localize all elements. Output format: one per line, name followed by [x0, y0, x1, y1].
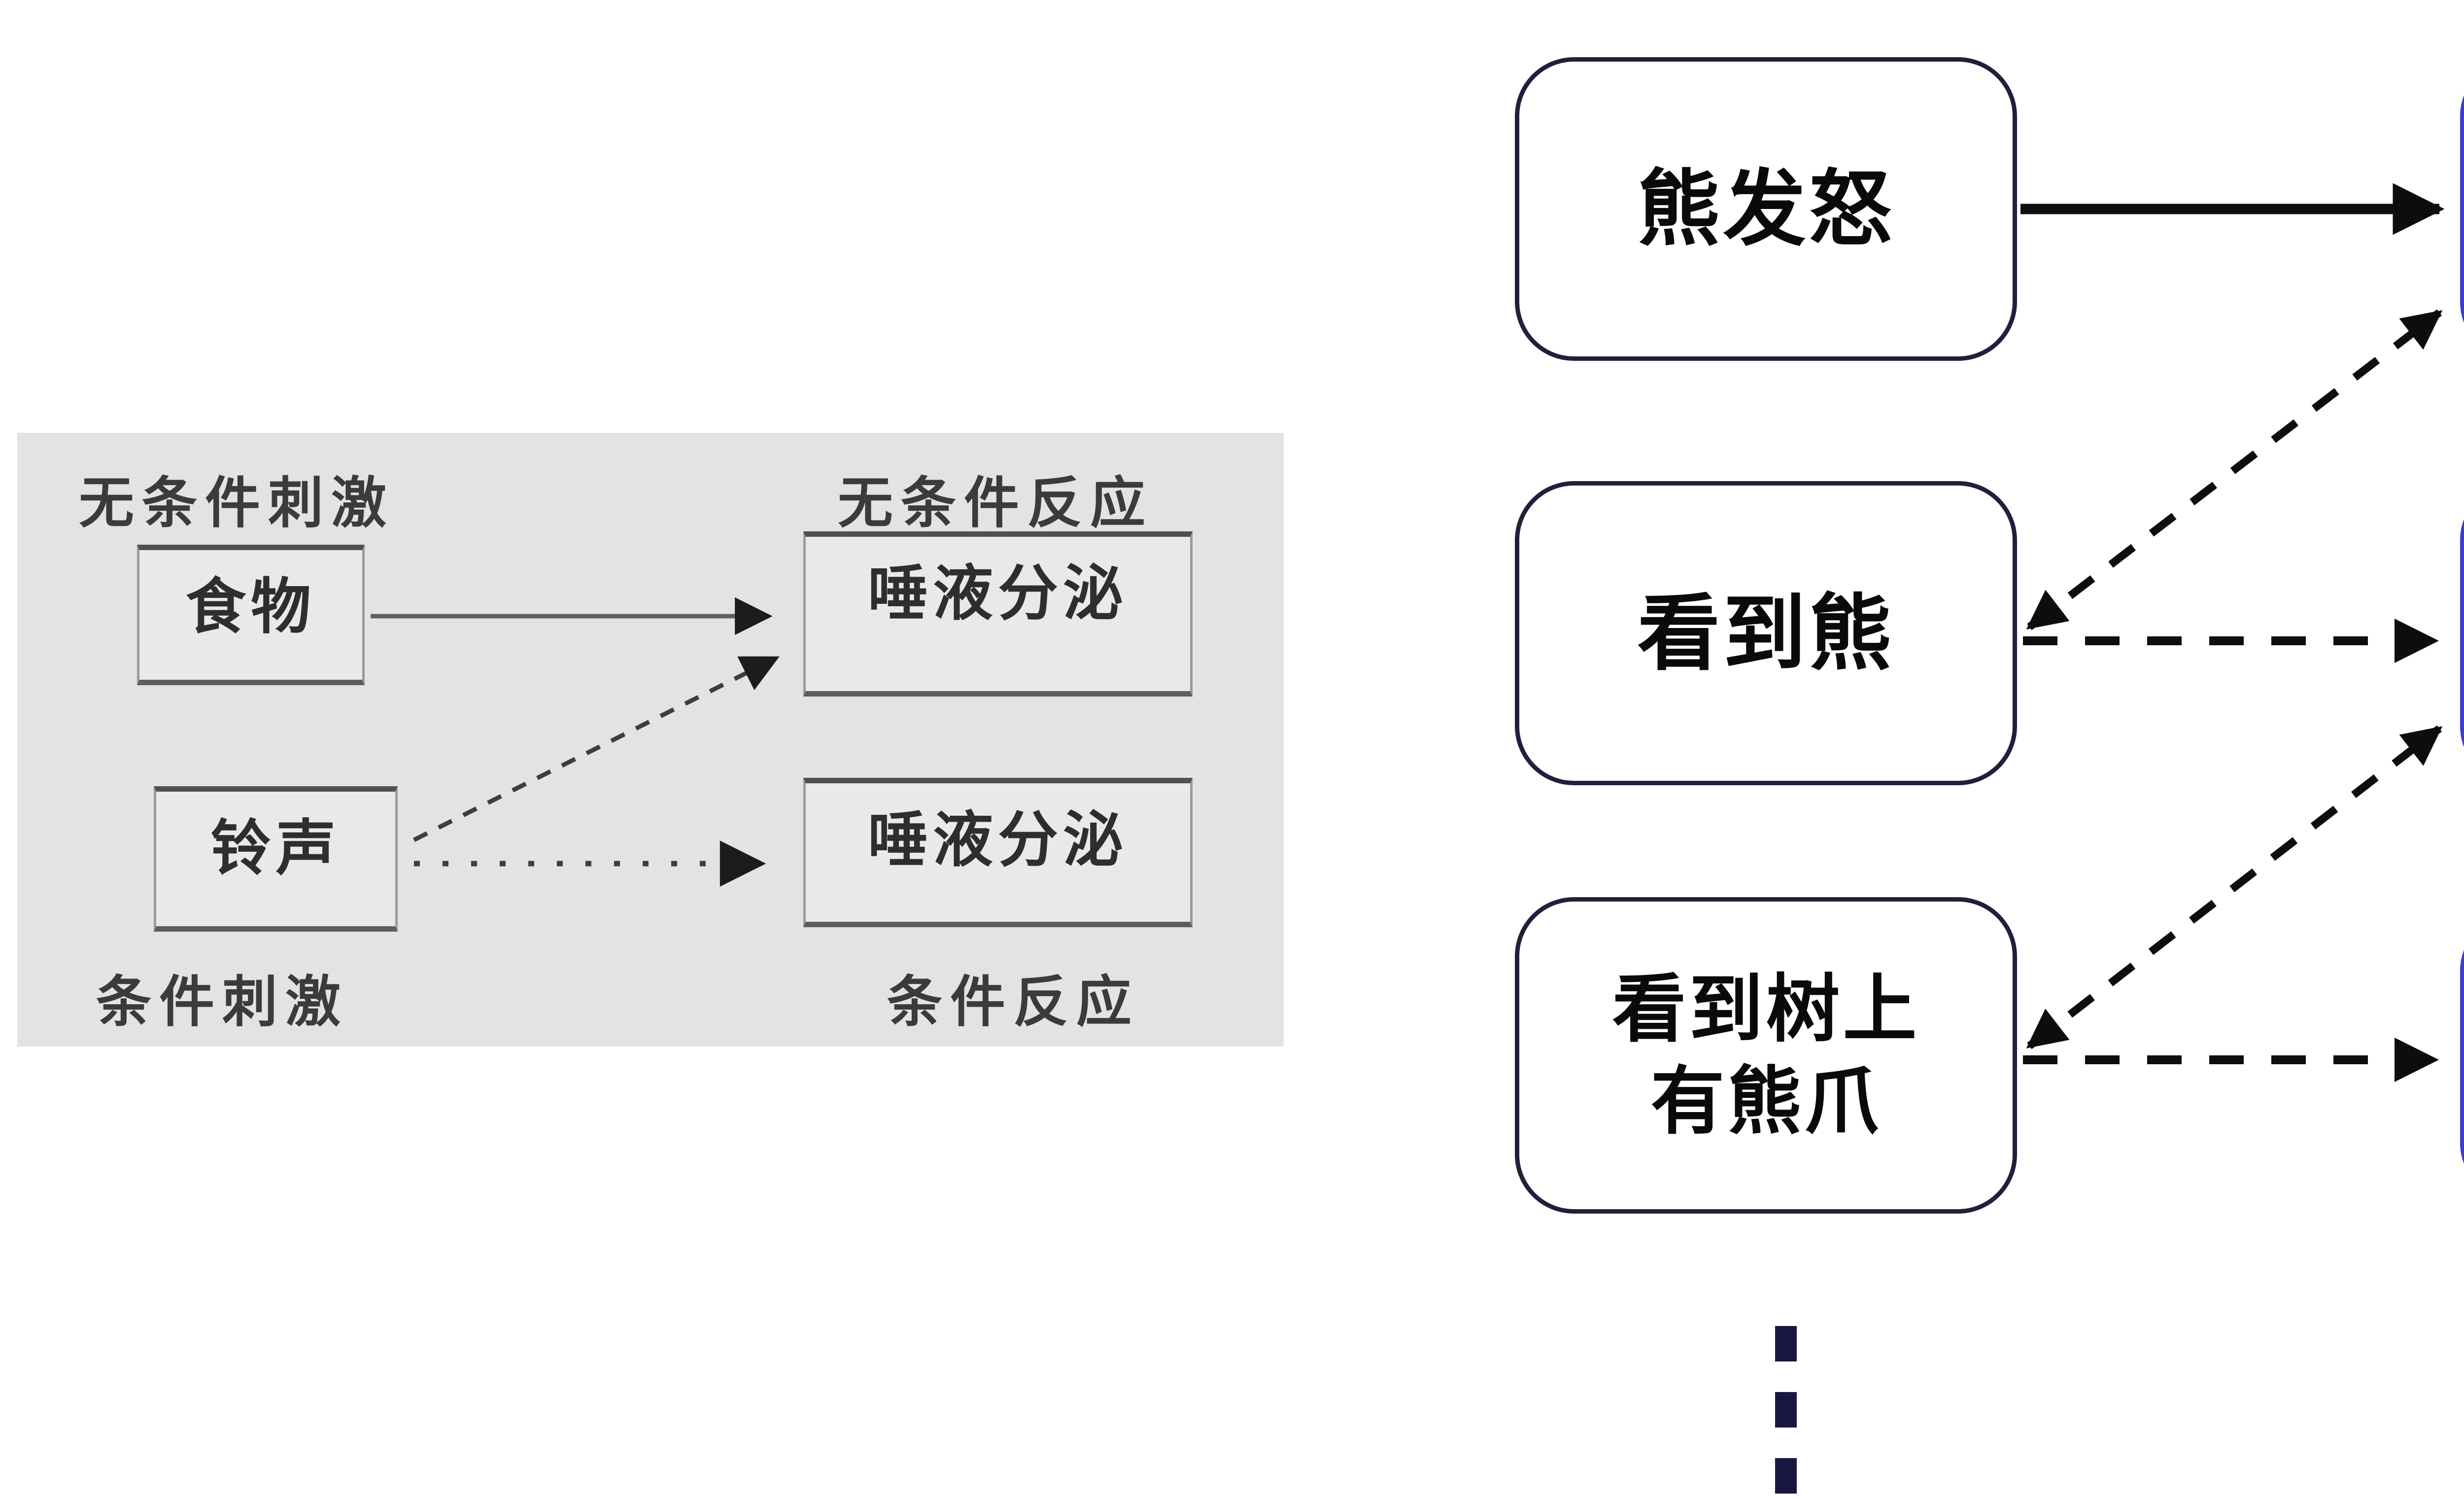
label-conditioned-stimulus: 条件刺激: [96, 971, 348, 1033]
ellipsis-dot: [1775, 1392, 1797, 1428]
ellipsis-dot: [1775, 1458, 1797, 1494]
box-salivation-bottom: 唾液分泌: [803, 778, 1193, 927]
box-bell: 铃声: [154, 786, 398, 932]
box-see-bear-label: 看到熊: [1637, 587, 1895, 680]
box-food: 食物: [137, 545, 365, 685]
box-bear-angry-label: 熊发怒: [1637, 163, 1895, 255]
box-see-claws-line1: 看到树上: [1612, 967, 1920, 1050]
label-unconditioned-response: 无条件反应: [838, 472, 1153, 534]
ellipsis-dot: [1775, 1326, 1797, 1361]
box-see-claws: 看到树上 有熊爪: [1515, 897, 2017, 1214]
vertical-ellipsis-left: [1775, 1326, 1797, 1494]
box-see-claws-line2: 有熊爪: [1650, 1060, 1882, 1143]
box-bear-angry: 熊发怒: [1515, 57, 2017, 361]
label-conditioned-response: 条件反应: [887, 971, 1139, 1033]
dashed-arrow-see-claws-to-value-next: [2026, 725, 2443, 1049]
dashed-arrow-see-bear-to-reward: [2026, 309, 2443, 630]
box-see-bear: 看到熊: [1515, 481, 2017, 785]
label-unconditioned-stimulus: 无条件刺激: [79, 472, 394, 534]
box-salivation-top: 唾液分泌: [803, 531, 1193, 697]
dashed-arrow-bell-to-salivation-top: [412, 656, 780, 842]
